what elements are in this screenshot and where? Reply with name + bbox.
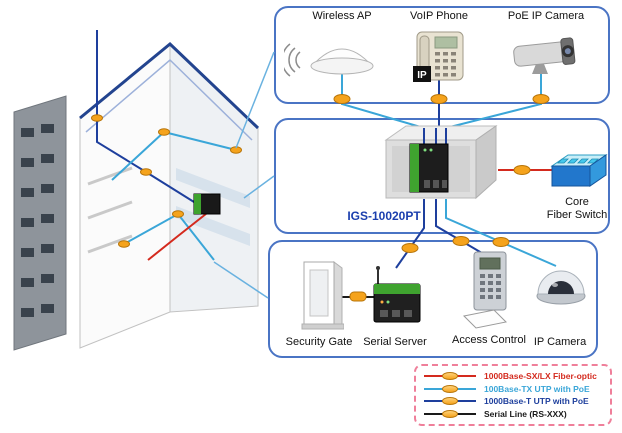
security-gate-label: Security Gate: [285, 336, 353, 348]
building-callout-lines: [213, 51, 275, 299]
legend-label: 100Base-TX UTP with PoE: [484, 383, 590, 394]
poe-ip-camera-icon: [506, 30, 584, 81]
switch-cabinet-icon: [378, 120, 500, 215]
legend-label: Serial Line (RS-XXX): [484, 408, 567, 419]
wall-switch-icon: [193, 193, 221, 215]
poe-marker-icon: [442, 372, 458, 381]
access-card-icon: [462, 309, 508, 329]
legend-label: 1000Base-SX/LX Fiber-optic: [484, 371, 597, 382]
legend-row-100base: 100Base-TX UTP with PoE: [424, 383, 602, 395]
legend-row-serial: Serial Line (RS-XXX): [424, 408, 602, 420]
security-gate-icon: [298, 258, 345, 337]
ip-camera-label: IP Camera: [533, 336, 587, 348]
poe-marker-icon: [442, 397, 458, 406]
access-control-icon: [462, 250, 516, 337]
legend-label: 1000Base-T UTP with PoE: [484, 396, 589, 407]
serial-server-icon: [368, 264, 424, 335]
igs-switch-icon: [409, 143, 449, 193]
wireless-ap-label: Wireless AP: [312, 10, 372, 22]
wifi-waves-icon: [281, 43, 301, 77]
poe-node-markers: [91, 114, 242, 248]
ip-camera-icon: [534, 252, 588, 317]
legend-line-sample: [424, 397, 476, 406]
core-fiber-switch-label: Core Fiber Switch: [546, 196, 608, 221]
legend-line-sample: [424, 372, 476, 381]
ip-badge-text: IP: [417, 70, 427, 81]
core-fiber-switch-icon: [544, 150, 610, 201]
serial-server-label: Serial Server: [363, 336, 427, 348]
voip-phone-icon: IP: [411, 24, 467, 95]
legend-row-1000base: 1000Base-T UTP with PoE: [424, 395, 602, 407]
voip-phone-label: VoIP Phone: [410, 10, 468, 22]
legend-row-fiber: 1000Base-SX/LX Fiber-optic: [424, 370, 602, 382]
serial-marker-icon: [442, 409, 458, 418]
poe-ip-camera-label: PoE IP Camera: [507, 10, 585, 22]
legend: 1000Base-SX/LX Fiber-optic 100Base-TX UT…: [414, 364, 612, 426]
legend-line-sample: [424, 384, 476, 393]
tower-windows: [21, 124, 54, 317]
access-control-label: Access Control: [452, 334, 526, 346]
igs-10020pt-label: IGS-10020PT: [347, 209, 421, 223]
building-illustration: [13, 30, 260, 351]
legend-line-sample: [424, 409, 476, 418]
wireless-ap-icon: [281, 26, 380, 87]
bottom-devices-panel: [268, 240, 598, 358]
poe-marker-icon: [442, 384, 458, 393]
